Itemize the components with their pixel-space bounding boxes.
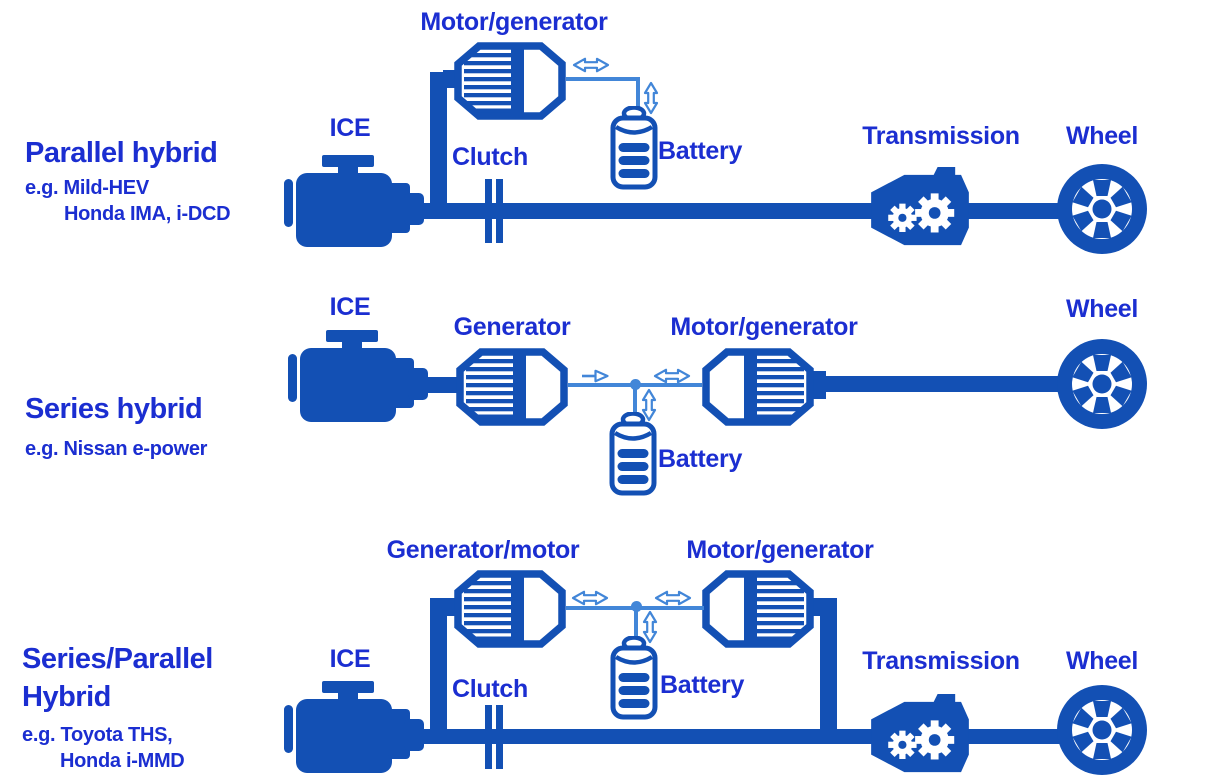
row2-ice-label: ICE: [329, 293, 371, 321]
row1-clutch-bar-right: [496, 179, 503, 243]
row3-right-pipe: [820, 598, 837, 744]
row3-ice-label: ICE: [329, 645, 371, 673]
row1-bidirectional-arrow-icon: [572, 56, 610, 74]
row3-transmission-icon: [868, 694, 972, 780]
row3-left-pipe: [430, 598, 447, 744]
row2-junction-dot: [630, 379, 641, 390]
series-hybrid-example-1: e.g. Nissan e-power: [25, 438, 208, 460]
parallel-hybrid-example-2: Honda IMA, i-DCD: [64, 203, 231, 225]
row2-battery-icon: [609, 412, 657, 496]
row2-wheel-label: Wheel: [1065, 295, 1139, 323]
row1-electric-line-h: [566, 77, 638, 81]
row3-motor-generator-label: Motor/generator: [686, 536, 874, 564]
row3-wheel-label: Wheel: [1065, 647, 1139, 675]
row2-motor-generator-label: Motor/generator: [670, 313, 858, 341]
row1-drive-shaft: [408, 203, 1076, 219]
row2-ice-icon: [288, 330, 428, 426]
row2-generator-icon: [456, 348, 568, 426]
row3-battery-icon: [610, 636, 658, 720]
row2-wheel-icon: [1056, 338, 1148, 430]
row3-clutch-label: Clutch: [452, 675, 528, 703]
row2-battery-label: Battery: [658, 445, 743, 473]
row2-drive-shaft: [812, 376, 1076, 392]
series-parallel-title-line1: Series/Parallel: [22, 643, 213, 675]
row3-motor-generator-icon: [702, 570, 814, 648]
row3-generator-motor-icon: [454, 570, 566, 648]
series-hybrid-title: Series hybrid: [25, 393, 203, 425]
row1-clutch-label: Clutch: [452, 143, 528, 171]
row2-electric-line-v: [633, 386, 637, 414]
row1-wheel-label: Wheel: [1065, 122, 1139, 150]
series-parallel-example-1: e.g. Toyota THS,: [22, 724, 173, 746]
row1-motor-shaft-pipe: [430, 72, 447, 212]
row1-ice-icon: [284, 155, 424, 251]
parallel-hybrid-title: Parallel hybrid: [25, 137, 218, 169]
row3-generator-motor-stub: [443, 598, 457, 616]
row3-left-bidirectional-arrow-icon: [571, 589, 609, 607]
row1-clutch-bar-left: [485, 179, 492, 243]
series-parallel-title-line2: Hybrid: [22, 681, 111, 713]
row2-bidirectional-arrow-icon: [653, 367, 691, 385]
row2-engine-generator-shaft: [420, 377, 462, 393]
row3-wheel-icon: [1056, 684, 1148, 776]
row1-transmission-label: Transmission: [862, 122, 1020, 150]
row3-electric-line-v: [634, 609, 638, 639]
row1-transmission-icon: [868, 167, 972, 253]
row3-generator-motor-label: Generator/motor: [386, 536, 580, 564]
row1-battery-label: Battery: [658, 137, 743, 165]
series-parallel-example-2: Honda i-MMD: [60, 750, 185, 772]
row3-junction-dot: [631, 601, 642, 612]
row3-battery-label: Battery: [660, 671, 745, 699]
row3-drive-shaft: [408, 729, 1076, 744]
row1-motor-stub: [443, 70, 457, 88]
row2-right-arrow-icon: [581, 368, 609, 384]
row3-right-bidirectional-arrow-icon: [654, 589, 692, 607]
parallel-hybrid-example-1: e.g. Mild-HEV: [25, 177, 149, 199]
row1-electric-line-v: [636, 77, 640, 110]
row1-motor-generator-label: Motor/generator: [420, 8, 608, 36]
row3-ice-icon: [284, 681, 424, 777]
row1-battery-icon: [610, 106, 658, 190]
row2-motor-generator-icon: [702, 348, 814, 426]
row1-ice-label: ICE: [329, 114, 371, 142]
row3-clutch-bar-left: [485, 705, 492, 769]
row2-generator-label: Generator: [453, 313, 571, 341]
row1-wheel-icon: [1056, 163, 1148, 255]
row3-clutch-bar-right: [496, 705, 503, 769]
row1-motor-generator-icon: [454, 42, 566, 120]
row3-transmission-label: Transmission: [862, 647, 1020, 675]
